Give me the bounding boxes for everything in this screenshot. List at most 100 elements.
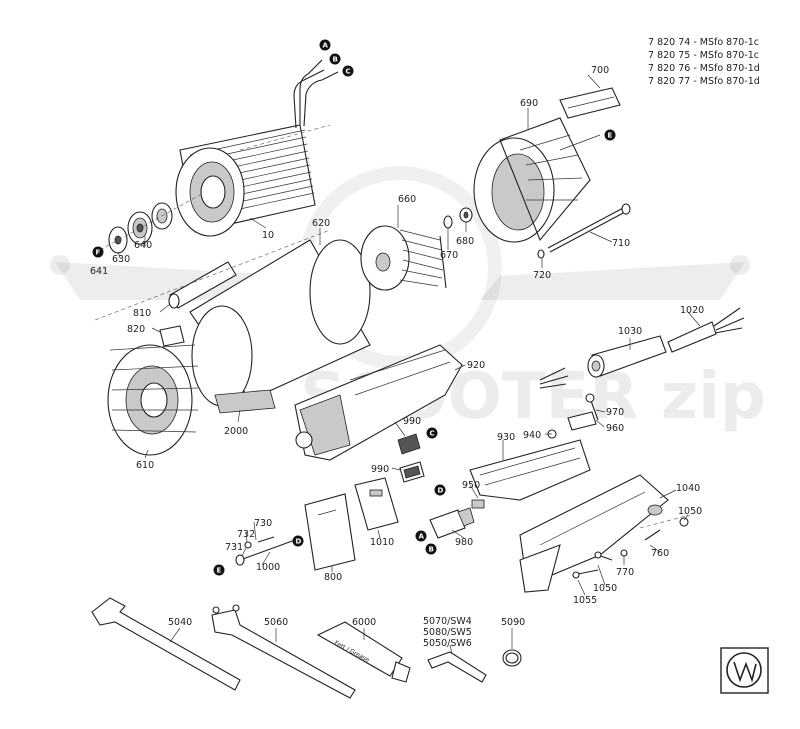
part-ring-5090 bbox=[502, 649, 522, 667]
label-960: 960 bbox=[606, 423, 624, 434]
tool-wrench bbox=[91, 597, 241, 691]
leader-lines bbox=[117, 74, 701, 655]
label-5070: 5070/SW4 bbox=[423, 616, 472, 627]
part-plug-980 bbox=[429, 507, 475, 539]
model-line-3: 7 820 76 - MSfo 870-1d bbox=[648, 63, 760, 74]
svg-text:B: B bbox=[333, 56, 338, 64]
model-line-1: 7 820 74 - MSfo 870-1c bbox=[648, 37, 760, 48]
part-bearing-shield bbox=[107, 344, 199, 456]
label-950: 950 bbox=[462, 480, 480, 491]
label-800: 800 bbox=[324, 572, 342, 583]
svg-text:C: C bbox=[430, 430, 435, 438]
label-641: 641 bbox=[90, 266, 108, 277]
tool-grease-tube: Fett / Grease bbox=[316, 621, 411, 683]
marker-e-screws: E bbox=[213, 564, 225, 576]
part-long-screw bbox=[537, 203, 631, 259]
label-732: 732 bbox=[237, 529, 255, 540]
part-plate-1010 bbox=[354, 477, 399, 531]
model-line-2: 7 820 75 - MSfo 870-1c bbox=[648, 50, 760, 61]
part-labels: 700 690 710 720 660 680 670 10 620 640 6… bbox=[90, 65, 704, 649]
label-810: 810 bbox=[133, 308, 151, 319]
label-5080: 5080/SW5 bbox=[423, 627, 472, 638]
label-640: 640 bbox=[134, 240, 152, 251]
label-5050: 5050/SW6 bbox=[423, 638, 472, 649]
label-990-upper: 990 bbox=[403, 416, 421, 427]
label-1050-lower: 1050 bbox=[593, 583, 617, 594]
label-670: 670 bbox=[440, 250, 458, 261]
brand-logo bbox=[720, 647, 769, 694]
label-680: 680 bbox=[456, 236, 474, 247]
part-switch-lower bbox=[399, 461, 425, 483]
label-2000: 2000 bbox=[224, 426, 248, 437]
tool-pin-spanner bbox=[211, 604, 356, 699]
marker-e-top: E bbox=[604, 129, 616, 141]
marker-c-switch: C bbox=[426, 427, 438, 439]
label-690: 690 bbox=[520, 98, 538, 109]
model-line-4: 7 820 77 - MSfo 870-1d bbox=[648, 76, 760, 87]
svg-text:D: D bbox=[438, 487, 444, 495]
part-cable-sleeve bbox=[587, 335, 667, 378]
marker-b-top: B bbox=[329, 53, 341, 65]
part-screws-730 bbox=[235, 536, 296, 566]
part-clip-820 bbox=[159, 325, 185, 347]
part-fan-housing bbox=[473, 117, 591, 243]
label-700: 700 bbox=[591, 65, 609, 76]
marker-a-top: A bbox=[319, 39, 331, 51]
marker-d-switch: D bbox=[434, 484, 446, 496]
label-660: 660 bbox=[398, 194, 416, 205]
part-tube-810 bbox=[168, 261, 237, 309]
label-5090: 5090 bbox=[501, 617, 525, 628]
label-1050-right: 1050 bbox=[678, 506, 702, 517]
svg-text:E: E bbox=[608, 132, 613, 140]
marker-d-screws: D bbox=[292, 535, 304, 547]
label-620: 620 bbox=[312, 218, 330, 229]
label-1010: 1010 bbox=[370, 537, 394, 548]
label-1040: 1040 bbox=[676, 483, 700, 494]
svg-text:D: D bbox=[296, 538, 302, 546]
part-fan bbox=[360, 225, 447, 291]
part-handle-screws bbox=[572, 514, 691, 579]
label-820: 820 bbox=[127, 324, 145, 335]
label-5040: 5040 bbox=[168, 617, 192, 628]
label-1030: 1030 bbox=[618, 326, 642, 337]
label-5060: 5060 bbox=[264, 617, 288, 628]
label-980: 980 bbox=[455, 537, 473, 548]
part-cable bbox=[667, 307, 745, 353]
label-6000: 6000 bbox=[352, 617, 376, 628]
label-1000: 1000 bbox=[256, 562, 280, 573]
svg-text:A: A bbox=[323, 42, 329, 50]
svg-text:F: F bbox=[96, 249, 101, 257]
marker-b-plug: B bbox=[425, 543, 437, 555]
part-bearing-set bbox=[99, 194, 201, 254]
label-930: 930 bbox=[497, 432, 515, 443]
marker-c-top: C bbox=[342, 65, 354, 77]
label-610: 610 bbox=[136, 460, 154, 471]
label-720: 720 bbox=[533, 270, 551, 281]
label-730: 730 bbox=[254, 518, 272, 529]
part-plate-800 bbox=[304, 493, 356, 571]
part-gasket-2000 bbox=[214, 389, 276, 414]
label-731: 731 bbox=[225, 542, 243, 553]
svg-text:E: E bbox=[217, 567, 222, 575]
part-insulation-sleeve bbox=[94, 229, 371, 407]
label-940: 940 bbox=[523, 430, 541, 441]
marker-a-plug: A bbox=[415, 530, 427, 542]
part-stator bbox=[175, 59, 339, 237]
part-clamp-960 bbox=[547, 393, 599, 439]
label-710: 710 bbox=[612, 238, 630, 249]
label-920: 920 bbox=[467, 360, 485, 371]
connection-markers: A B C E F C D A B D E bbox=[92, 39, 616, 576]
svg-text:A: A bbox=[419, 533, 425, 541]
label-1020: 1020 bbox=[680, 305, 704, 316]
label-770: 770 bbox=[616, 567, 634, 578]
label-970: 970 bbox=[606, 407, 624, 418]
label-630: 630 bbox=[112, 254, 130, 265]
label-990-lower: 990 bbox=[371, 464, 389, 475]
part-switch-upper bbox=[397, 433, 421, 455]
part-cover-700 bbox=[559, 87, 621, 119]
part-switch-plate bbox=[469, 439, 591, 509]
label-10: 10 bbox=[262, 230, 274, 241]
part-handle bbox=[519, 474, 669, 593]
